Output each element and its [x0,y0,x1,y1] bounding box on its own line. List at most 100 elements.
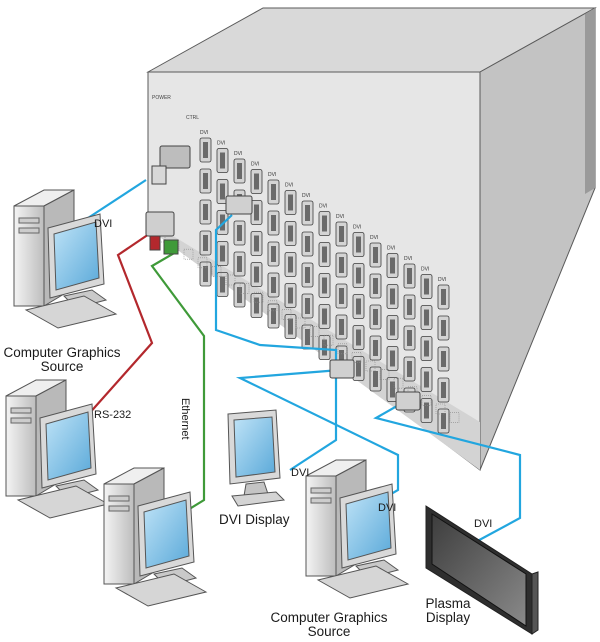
dvi-port-socket [288,287,293,304]
dvi-port-socket [424,309,429,326]
vent-slot [393,377,404,389]
plasma-display-label-line1: Plasma [425,596,471,611]
source-bottom-label: Computer Graphics Source [262,610,396,640]
dvi-port-socket [305,329,310,345]
vent-slot [295,317,306,329]
dvi-port-socket [424,340,429,357]
dvi-display-label: DVI Display [219,512,290,527]
dvi-port-socket [424,371,429,388]
vent-slot [365,360,376,372]
dvi-port-socket [441,413,446,429]
dvi-port-socket [220,183,225,200]
vent-slot [449,412,460,423]
dvi-port-socket [254,235,259,252]
desktop-computer-icon [305,459,410,599]
column-dvi-label: DVI [336,214,344,220]
ventilation-slots [155,231,460,423]
dvi-port-socket [254,297,259,314]
column-dvi-label: DVI [421,267,429,273]
column-dvi-label: DVI [353,225,361,231]
vent-slot [253,291,264,303]
ethernet-label: Ethernet [179,398,191,440]
dvi-port-socket [322,339,327,356]
dvi-port-socket [373,340,378,356]
dvi-port-socket [424,278,429,295]
vent-slot [239,283,250,294]
dvi-port-socket [322,215,327,232]
dvi-port-socket [356,360,361,377]
dvi-plug-icon [145,145,421,411]
dvi-port-socket [339,257,344,273]
dvi-port-socket [441,382,446,398]
dvi-port-socket [288,318,293,335]
dvi-port-socket [305,236,310,252]
dvi-port-socket [271,215,276,231]
vent-slot [421,395,432,406]
dvi-cable-to-plasma [373,401,522,546]
column-dvi-label: DVI [404,256,412,262]
dvi-port-socket [220,152,225,169]
dvi-port-socket [203,142,208,158]
rs232-cable [86,231,154,417]
dvi-port-socket [339,288,344,304]
source-top-label-line1: Computer Graphics [3,345,121,360]
vent-slot [351,352,362,363]
dvi-port-socket [339,319,344,335]
dvi-port-socket [254,204,259,221]
dvi-port-socket [237,163,242,179]
dvi-port-socket [356,298,361,315]
vent-slot [435,403,446,415]
dvi-connector-grid: DVIDVIDVIDVIDVIDVIDVIDVIDVIDVIDVIDVIDVID… [199,130,450,434]
dvi-port-socket [424,402,429,419]
dvi-port-socket [305,298,310,314]
dvi-cable-source-top [87,179,147,219]
dvi-port-socket [373,309,378,325]
dvi-port-socket [254,266,259,283]
column-dvi-label: DVI [285,183,293,189]
column-dvi-label: DVI [319,204,327,210]
desktop-computer-icon [5,379,110,519]
dvi-label-dvi-display: DVI [291,467,310,479]
dvi-port-socket [390,257,395,274]
dvi-port-socket [254,173,259,190]
rs232-label: RS-232 [94,409,132,421]
dvi-port-socket [288,194,293,211]
dvi-label-source-top: DVI [94,218,113,230]
dvi-port-socket [271,246,276,262]
column-dvi-label: DVI [387,246,395,252]
dvi-port-socket [441,351,446,367]
dvi-port-socket [441,320,446,336]
source-bottom-label-line2: Source [307,624,351,640]
source-bottom-label-line1: Computer Graphics [270,610,388,625]
dvi-port-socket [237,287,242,303]
column-dvi-label: DVI [217,141,225,147]
dvi-port-socket [237,225,242,241]
dvi-port-socket [305,267,310,283]
dvi-port-socket [322,246,327,263]
dvi-port-socket [441,289,446,305]
column-dvi-label: DVI [234,151,242,157]
plasma-display-label-line2: Display [425,610,471,626]
desktop-computer-icon [13,189,118,329]
dvi-port-socket [220,276,225,293]
column-dvi-label: DVI [302,193,310,199]
dvi-port-socket [288,256,293,273]
desktop-computer-icon [103,467,208,607]
dvi-port-socket [288,225,293,242]
ethernet-cable [150,251,206,517]
dvi-label-plasma: DVI [474,518,493,530]
dvi-label-source-bottom: DVI [378,502,397,514]
vent-slot [183,248,194,260]
dvi-cable-to-dvi-display [214,214,338,471]
dvi-port-socket [322,277,327,294]
vent-slot [323,334,334,346]
vent-slot [309,326,320,337]
plasma-display-icon [425,505,539,635]
lcd-monitor-icon [227,409,286,507]
column-dvi-label: DVI [268,172,276,178]
column-dvi-label: DVI [438,277,446,283]
dvi-port-socket [237,256,242,272]
vent-slot [281,309,292,320]
